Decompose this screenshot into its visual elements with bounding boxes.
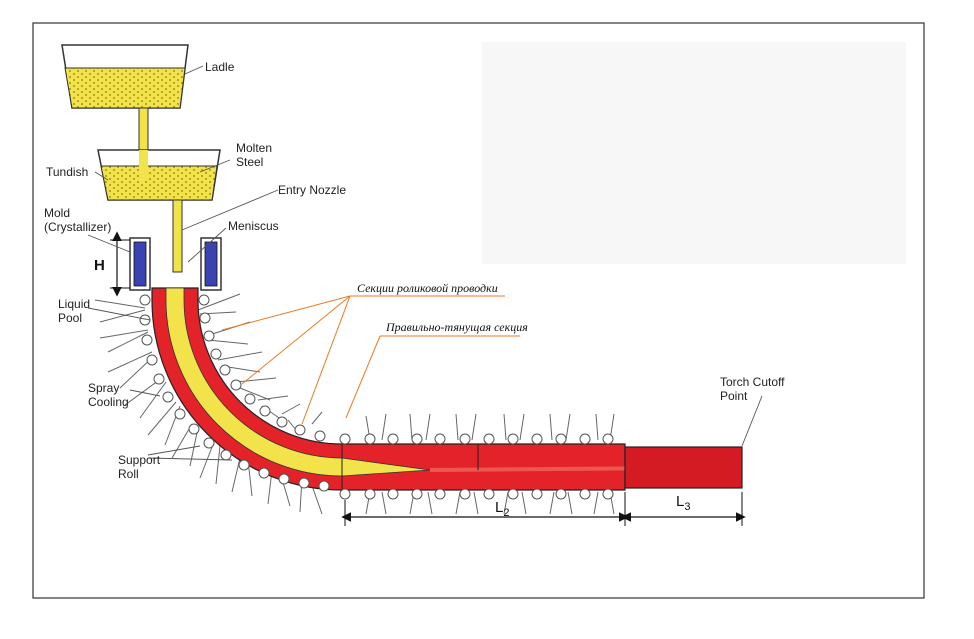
tundish-label: Tundish: [46, 165, 88, 179]
entry-nozzle-label: Entry Nozzle: [278, 183, 346, 197]
ladle: [61, 44, 189, 109]
molten-steel-label-1: Molten: [236, 141, 272, 155]
liquid-pool-label-1: Liquid: [58, 297, 90, 311]
pull-straighten-label: Правильно-тянущая секция: [385, 320, 528, 334]
meniscus-label: Meniscus: [228, 219, 279, 233]
orange-leaders: [221, 295, 520, 425]
stream-in-tundish: [139, 150, 148, 180]
molten-steel-label-2: Steel: [236, 155, 263, 169]
liquid-pool-label-2: Pool: [58, 311, 82, 325]
l2-label: L2: [495, 499, 509, 519]
length-dimensions: [341, 492, 746, 526]
h-label: H: [94, 257, 105, 274]
spray-cooling-label-1: Spray: [88, 381, 119, 395]
mold-label-1: Mold: [44, 206, 70, 220]
mold: [129, 237, 222, 291]
strand-shell: [151, 287, 626, 491]
l3-label: L3: [676, 493, 690, 513]
h-dimension: [110, 231, 130, 297]
leader-lines: [87, 65, 763, 461]
tundish: [97, 149, 221, 201]
ladle-label: Ladle: [205, 60, 235, 74]
spray-cooling-label-2: Cooling: [88, 395, 129, 409]
mold-label-2: (Crystallizer): [44, 220, 111, 234]
slab: [624, 446, 743, 489]
entry-nozzle: [172, 199, 183, 273]
spray-nozzles: [94, 293, 615, 515]
roller-sections-label: Секции роликовой проводки: [357, 281, 498, 295]
support-rolls: [139, 294, 614, 500]
liquid-core: [165, 287, 431, 477]
blank-panel: [482, 42, 906, 264]
support-roll-label-2: Roll: [118, 467, 139, 481]
torch-cutoff-label-1: Torch Cutoff: [720, 375, 785, 389]
torch-cutoff-label-2: Point: [720, 389, 748, 403]
support-roll-label-1: Support: [118, 453, 161, 467]
